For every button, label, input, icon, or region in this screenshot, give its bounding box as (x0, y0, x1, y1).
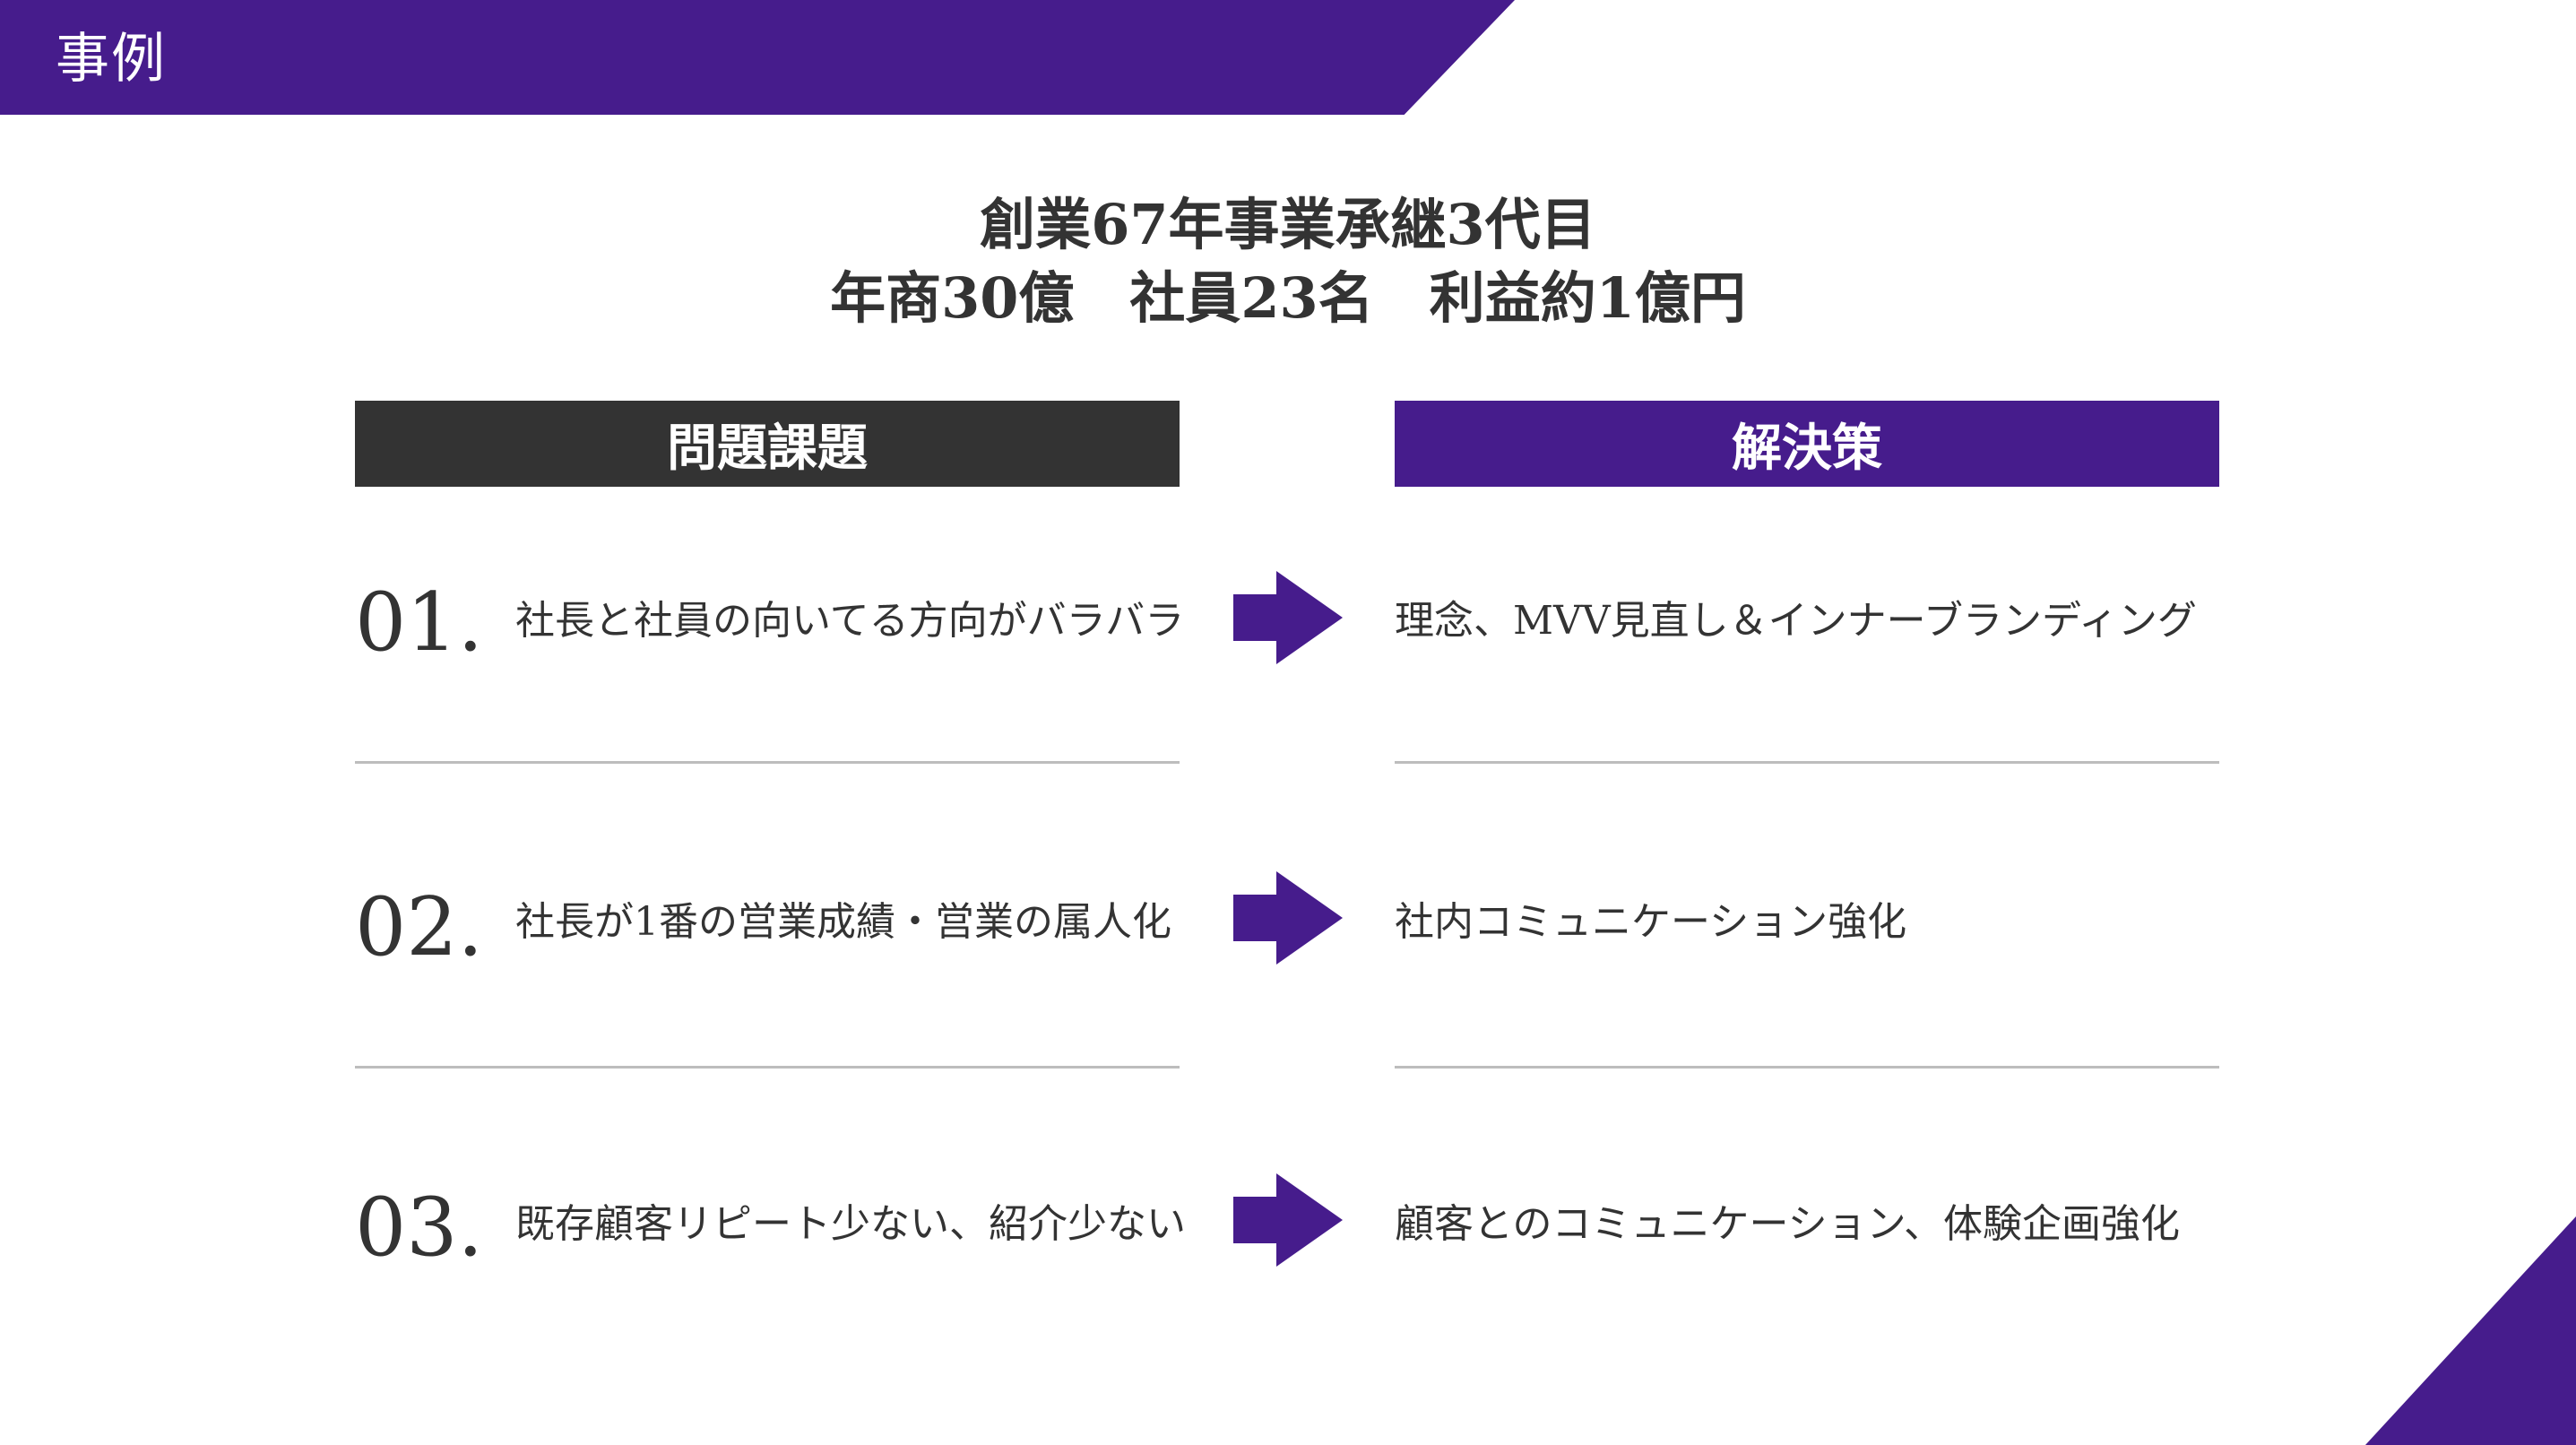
problem-text: 社長と社員の向いてる方向がバラバラ (515, 598, 1185, 644)
divider (355, 761, 1180, 764)
problems-header: 問題課題 (355, 401, 1180, 487)
problem-text: 既存顧客リピート少ない、紹介少ない (515, 1201, 1186, 1247)
divider (355, 1066, 1180, 1069)
solution-text: 顧客とのコミュニケーション、体験企画強化 (1395, 1201, 2181, 1247)
headline-line-2: 年商30億 社員23名 利益約1億円 (830, 265, 1746, 331)
corner-decoration (2365, 1216, 2576, 1445)
row-number: 03. (355, 1181, 484, 1275)
problem-text: 社長が1番の営業成績・営業の属人化 (515, 899, 1171, 945)
right-arrow-icon (1233, 1173, 1343, 1267)
solution-text: 社内コミュニケーション強化 (1395, 899, 1907, 945)
solution-text: 理念、MVV見直し＆インナーブランディング (1395, 598, 2197, 644)
headline-line-1: 創業67年事業承継3代目 (980, 192, 1596, 257)
divider (1395, 1066, 2219, 1069)
header-banner (0, 0, 1515, 115)
right-arrow-icon (1233, 871, 1343, 965)
solutions-header: 解決策 (1395, 401, 2219, 487)
row-number: 02. (355, 880, 484, 974)
divider (1395, 761, 2219, 764)
header-label: 事例 (56, 28, 167, 91)
right-arrow-icon (1233, 571, 1343, 664)
row-number: 01. (355, 575, 484, 670)
